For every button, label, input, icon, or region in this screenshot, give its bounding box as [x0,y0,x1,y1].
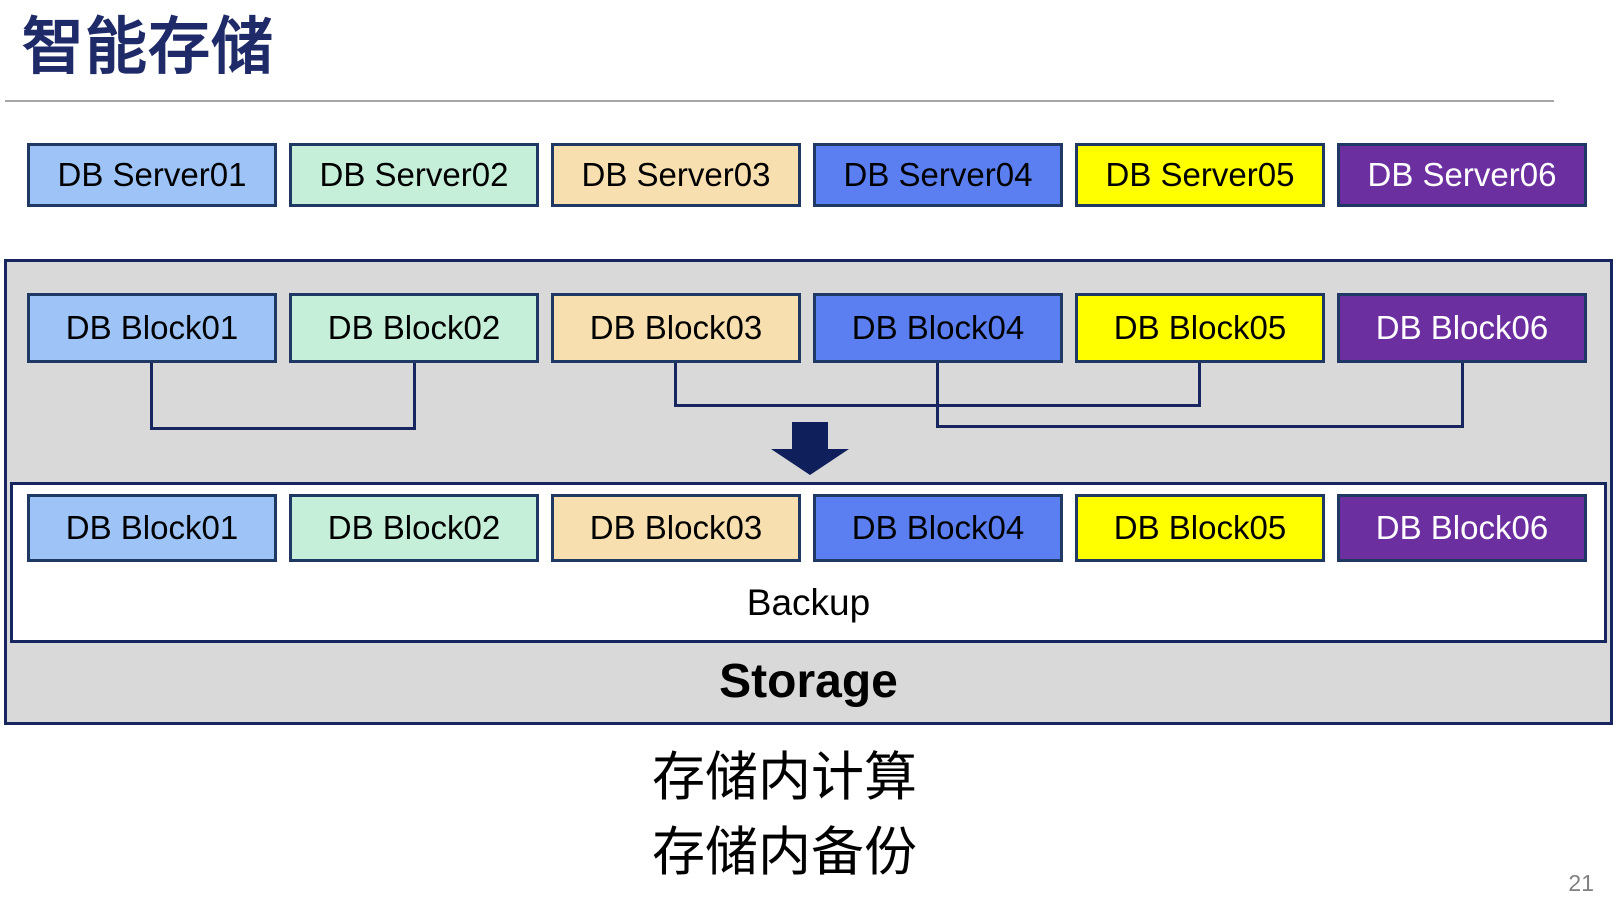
connector-block01-block02-left [150,363,153,430]
db-server-04-box: DB Server04 [813,143,1063,207]
db-server-03-box: DB Server03 [551,143,801,207]
connector-block03-block05-right [1198,363,1201,407]
annotation-line-2: 存储内备份 [652,823,917,882]
db-block-bottom-06-box: DB Block06 [1337,494,1587,562]
annotation-text: 存储内计算 存储内备份 [652,740,1352,890]
page-number: 21 [1568,870,1594,896]
db-block-top-06-box: DB Block06 [1337,293,1587,363]
db-server-01-box: DB Server01 [27,143,277,207]
connector-block01-block02-horizontal [150,427,416,430]
db-block-top-02-box: DB Block02 [289,293,539,363]
db-block-bottom-01-box: DB Block01 [27,494,277,562]
db-server-06-box: DB Server06 [1337,143,1587,207]
connector-block04-block06-left [936,363,939,428]
backup-label: Backup [746,582,871,623]
connector-block04-block06-horizontal [936,425,1464,428]
db-block-top-05-box: DB Block05 [1075,293,1325,363]
db-block-top-03-box: DB Block03 [551,293,801,363]
annotation-line-1: 存储内计算 [652,748,917,807]
db-block-bottom-04-box: DB Block04 [813,494,1063,562]
connector-block03-block05-left [674,363,677,407]
connector-block04-block06-right [1461,363,1464,428]
db-block-bottom-03-box: DB Block03 [551,494,801,562]
db-block-top-04-box: DB Block04 [813,293,1063,363]
db-block-bottom-05-box: DB Block05 [1075,494,1325,562]
title-divider [5,100,1554,102]
connector-block01-block02-right [413,363,416,430]
page-title: 智能存储 [22,13,275,82]
down-arrow-icon [792,422,828,450]
storage-label: Storage [719,655,898,708]
db-server-05-box: DB Server05 [1075,143,1325,207]
db-server-02-box: DB Server02 [289,143,539,207]
down-arrow-head-icon [771,449,849,475]
db-block-bottom-02-box: DB Block02 [289,494,539,562]
db-block-top-01-box: DB Block01 [27,293,277,363]
